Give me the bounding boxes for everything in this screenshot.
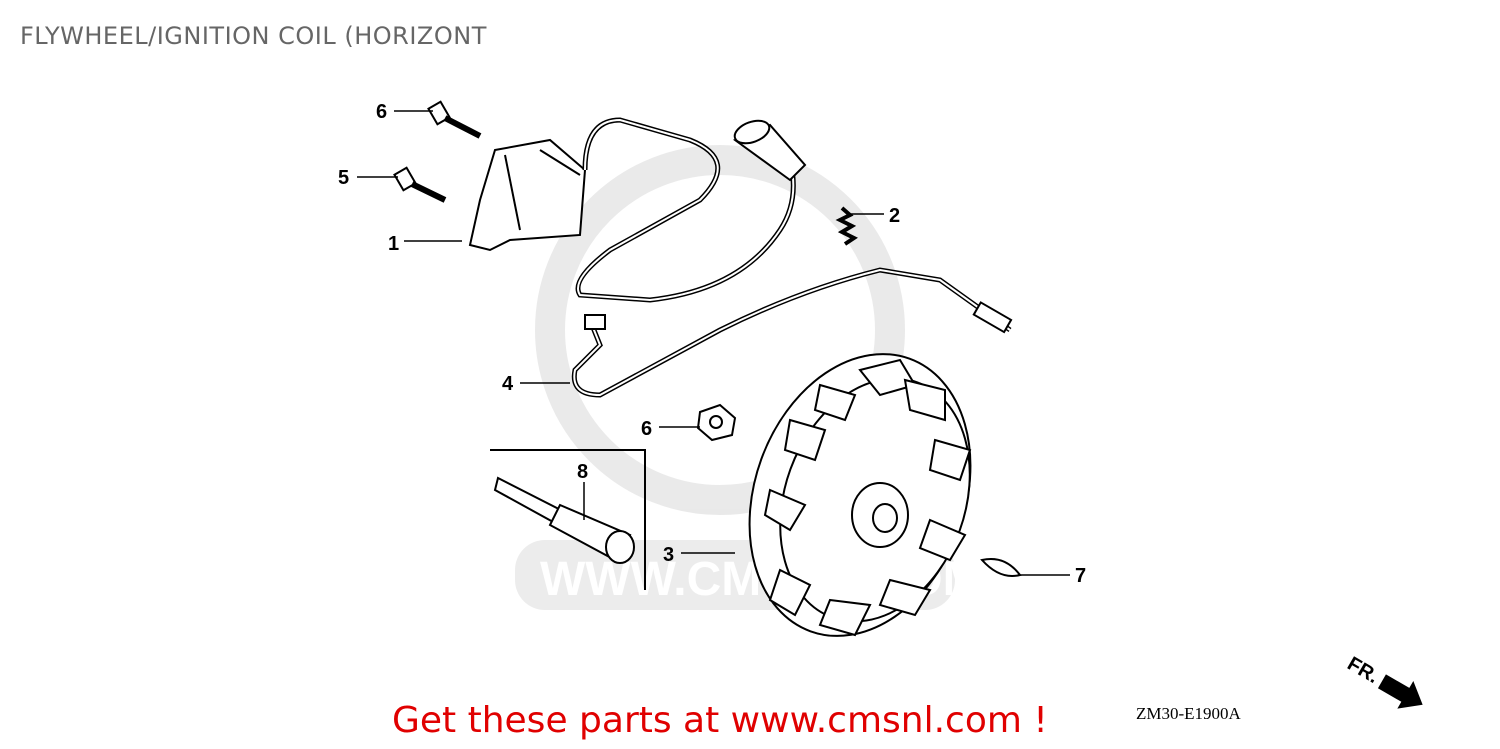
callout-6-nut[interactable]: 6 xyxy=(641,418,700,440)
spark-plug-cap xyxy=(732,119,807,182)
ignition-coil xyxy=(468,138,587,252)
stop-switch-wire xyxy=(571,267,1012,398)
bolt-lower xyxy=(393,166,447,203)
page-title: FLYWHEEL/IGNITION COIL (HORIZONT xyxy=(20,22,487,50)
svg-text:8: 8 xyxy=(577,461,588,483)
woodruff-key xyxy=(980,558,1022,577)
front-direction-indicator: FR. xyxy=(1344,653,1423,709)
svg-text:2: 2 xyxy=(889,205,900,227)
callout-8[interactable]: 8 xyxy=(577,461,588,520)
spring xyxy=(835,206,858,246)
flywheel-nut xyxy=(696,403,737,442)
svg-text:5: 5 xyxy=(338,167,349,189)
callout-1[interactable]: 1 xyxy=(388,233,462,255)
callout-7[interactable]: 7 xyxy=(1020,565,1086,587)
svg-text:1: 1 xyxy=(388,233,399,255)
callout-5[interactable]: 5 xyxy=(338,167,398,189)
promo-link[interactable]: Get these parts at www.cmsnl.com ! xyxy=(392,700,1048,741)
svg-text:4: 4 xyxy=(502,373,514,395)
svg-text:7: 7 xyxy=(1075,565,1086,587)
callout-6-top[interactable]: 6 xyxy=(376,101,433,123)
starter-shaft xyxy=(493,476,635,564)
flywheel xyxy=(748,353,972,637)
svg-text:FR.: FR. xyxy=(1344,653,1383,688)
wire-connector xyxy=(972,301,1013,334)
arrow-right-icon xyxy=(1377,674,1423,709)
diagram-code: ZM30-E1900A xyxy=(1136,704,1241,723)
bolt-upper xyxy=(427,100,482,139)
callout-2[interactable]: 2 xyxy=(850,205,900,227)
svg-text:3: 3 xyxy=(663,544,674,566)
wire-terminal xyxy=(584,314,606,330)
callout-4[interactable]: 4 xyxy=(502,373,570,395)
callout-3[interactable]: 3 xyxy=(663,544,735,566)
svg-text:6: 6 xyxy=(376,101,387,123)
svg-text:6: 6 xyxy=(641,418,652,440)
